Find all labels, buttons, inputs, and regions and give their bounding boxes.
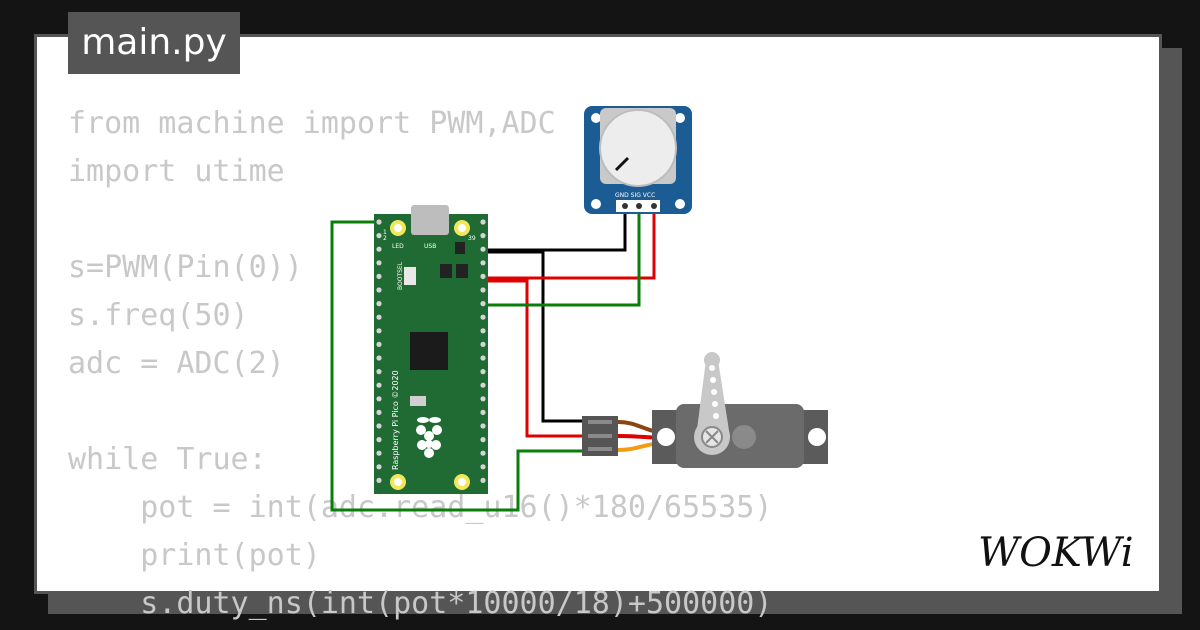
file-tab[interactable]: main.py — [68, 12, 240, 74]
usb-connector — [411, 205, 449, 235]
pot-pin — [651, 203, 657, 209]
header-pin — [480, 477, 486, 483]
code-line: s.freq(50) — [68, 298, 249, 333]
led-chip — [455, 242, 465, 254]
wire-green-signal — [478, 203, 641, 307]
pin-1-label: 1 — [383, 229, 387, 236]
header-pin — [480, 219, 486, 225]
header-pin — [376, 396, 382, 402]
header-pin — [480, 314, 486, 320]
code-block: from machine import PWM,ADC import utime s… — [68, 100, 772, 628]
board-text: Raspberry Pi Pico ©2020 — [391, 370, 400, 470]
header-pin — [480, 409, 486, 415]
wire-red-vcc — [478, 203, 656, 280]
usb-label: USB — [424, 243, 436, 250]
header-pin — [376, 369, 382, 375]
header-pin — [480, 287, 486, 293]
pot-pin — [636, 203, 642, 209]
potentiometer[interactable]: GND SIG VCC — [584, 106, 692, 214]
wires — [330, 203, 656, 512]
code-line: s=PWM(Pin(0)) — [68, 250, 303, 285]
header-pin — [480, 273, 486, 279]
code-line: print(pot) — [68, 538, 321, 573]
mount-hole — [675, 113, 685, 123]
regulator-chip — [456, 264, 468, 278]
header-pin — [376, 328, 382, 334]
wire-red-servo — [478, 279, 585, 438]
header-pin — [376, 477, 382, 483]
pot-indicator — [614, 156, 630, 172]
header-pin — [480, 260, 486, 266]
header-pin — [480, 382, 486, 388]
header-pin — [480, 464, 486, 470]
header-pin — [376, 355, 382, 361]
header-pin — [376, 437, 382, 443]
header-pin — [480, 328, 486, 334]
header-pin — [376, 382, 382, 388]
pin-39-label: 39 — [468, 235, 476, 242]
pot-pin — [622, 203, 628, 209]
header-pin — [480, 301, 486, 307]
servo-motor[interactable] — [582, 352, 828, 468]
code-line: while True: — [68, 442, 267, 477]
header-pin — [376, 260, 382, 266]
pin-2-label: 2 — [383, 235, 387, 242]
code-line: adc = ADC(2) — [68, 346, 285, 381]
header-pin — [376, 423, 382, 429]
wokwi-logo[interactable]: WOKWi — [976, 526, 1152, 576]
header-pin — [480, 341, 486, 347]
header-pin — [376, 314, 382, 320]
header-pin — [480, 369, 486, 375]
mount-hole — [591, 199, 601, 209]
mount-hole — [591, 113, 601, 123]
mount-hole — [675, 199, 685, 209]
pico-pins-left — [376, 219, 382, 483]
header-pin — [376, 450, 382, 456]
header-pin — [480, 423, 486, 429]
header-pin — [480, 437, 486, 443]
pot-knob[interactable] — [599, 109, 677, 187]
header-pin — [376, 301, 382, 307]
mount-hole — [657, 428, 675, 446]
pot-pin-labels: GND SIG VCC — [615, 192, 655, 199]
header-pin — [480, 450, 486, 456]
circuit-diagram: LED USB 1 2 39 BOOTSEL Raspberry Pi Pico… — [330, 106, 828, 512]
wokwi-logo-text: WOKWi — [978, 530, 1134, 576]
wire-black-ground — [478, 203, 627, 252]
led-label: LED — [392, 243, 404, 250]
mount-hole — [808, 428, 826, 446]
rp2040-chip — [410, 332, 448, 370]
header-pin — [376, 233, 382, 239]
header-pin — [376, 273, 382, 279]
header-pin — [376, 341, 382, 347]
pico-pins-right — [480, 219, 486, 483]
bootsel-label: BOOTSEL — [397, 261, 404, 290]
pico-board[interactable]: LED USB 1 2 39 BOOTSEL Raspberry Pi Pico… — [374, 205, 488, 494]
wire-black-servo — [478, 250, 585, 423]
code-line: import utime — [68, 154, 285, 189]
header-pin — [480, 355, 486, 361]
code-line: from machine import PWM,ADC — [68, 106, 556, 141]
header-pin — [480, 246, 486, 252]
raspberry-logo-icon — [416, 417, 442, 458]
header-pin — [480, 396, 486, 402]
header-pin — [376, 287, 382, 293]
code-line: s.duty_ns(int(pot*10000/18)+500000) — [68, 586, 773, 621]
wire-green-left — [330, 220, 585, 512]
flash-chip — [410, 396, 426, 406]
header-pin — [480, 233, 486, 239]
bootsel-button[interactable] — [404, 267, 416, 285]
header-pin — [376, 409, 382, 415]
header-pin — [376, 464, 382, 470]
header-pin — [376, 246, 382, 252]
code-line: pot = int(adc.read_u16()*180/65535) — [68, 490, 773, 525]
servo-horn[interactable] — [696, 360, 730, 437]
regulator-chip — [440, 264, 452, 278]
header-pin — [376, 219, 382, 225]
